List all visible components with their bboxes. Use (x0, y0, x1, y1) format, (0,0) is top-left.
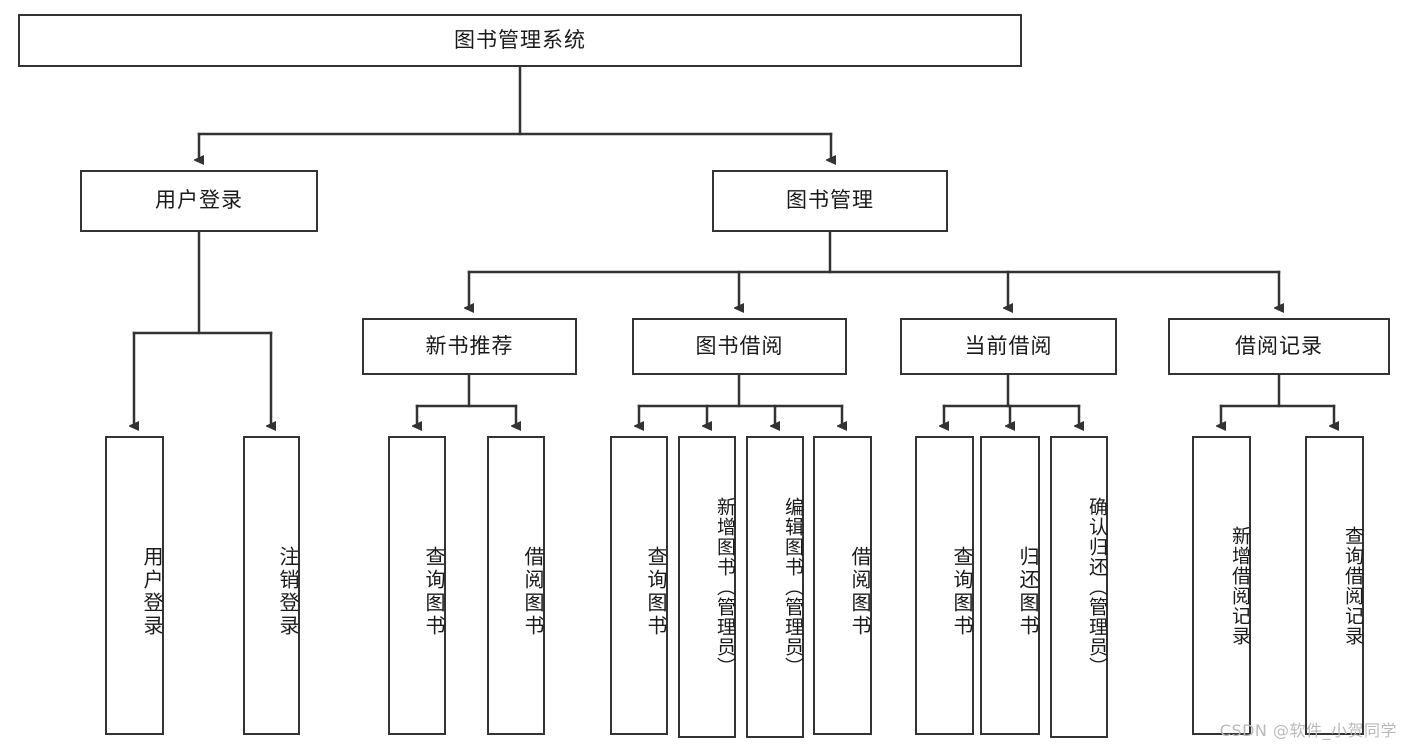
node-leaf-add-borrow-record[interactable]: 新增借阅记录 (1192, 436, 1251, 735)
node-leaf-user-login[interactable]: 用户登录 (105, 436, 164, 735)
node-user-login-label: 用户登录 (155, 188, 243, 213)
node-borrow-record[interactable]: 借阅记录 (1168, 318, 1390, 375)
node-leaf-edit-book-admin-label: 编辑图书（管理员） (782, 497, 804, 677)
node-leaf-add-borrow-record-label: 新增借阅记录 (1229, 525, 1251, 646)
node-leaf-borrow-book-rec-label: 借阅图书 (521, 545, 545, 638)
node-leaf-query-borrow-record-label: 查询借阅记录 (1342, 525, 1364, 646)
node-root[interactable]: 图书管理系统 (18, 14, 1022, 67)
node-book-manage-label: 图书管理 (786, 188, 874, 213)
node-new-book-rec[interactable]: 新书推荐 (362, 318, 577, 375)
node-leaf-borrow-book-borrow[interactable]: 借阅图书 (813, 436, 872, 735)
node-leaf-user-logout-label: 注销登录 (276, 545, 300, 638)
node-leaf-confirm-return-admin[interactable]: 确认归还（管理员） (1050, 436, 1108, 738)
node-user-login[interactable]: 用户登录 (80, 170, 318, 232)
node-borrow-record-label: 借阅记录 (1235, 333, 1323, 358)
node-root-label: 图书管理系统 (454, 27, 586, 52)
node-leaf-borrow-book-rec[interactable]: 借阅图书 (487, 436, 545, 735)
node-leaf-user-login-label: 用户登录 (140, 545, 164, 638)
csdn-watermark: CSDN @软件_小贺同学 (1219, 721, 1397, 740)
node-leaf-query-book-rec[interactable]: 查询图书 (388, 436, 446, 735)
node-book-borrow[interactable]: 图书借阅 (632, 318, 847, 375)
node-current-borrow-label: 当前借阅 (964, 333, 1053, 358)
node-leaf-query-book-rec-label: 查询图书 (422, 545, 446, 638)
node-leaf-query-book-current-label: 查询图书 (950, 545, 974, 638)
node-leaf-add-book-admin-label: 新增图书（管理员） (714, 497, 736, 677)
node-leaf-return-book[interactable]: 归还图书 (980, 436, 1040, 735)
node-current-borrow[interactable]: 当前借阅 (900, 318, 1117, 375)
node-leaf-confirm-return-admin-label: 确认归还（管理员） (1086, 497, 1108, 677)
node-leaf-query-book-borrow-label: 查询图书 (644, 545, 668, 638)
node-leaf-query-book-current[interactable]: 查询图书 (915, 436, 974, 735)
node-leaf-borrow-book-borrow-label: 借阅图书 (848, 545, 872, 638)
node-book-borrow-label: 图书借阅 (695, 333, 784, 358)
node-leaf-return-book-label: 归还图书 (1016, 545, 1040, 638)
node-book-manage[interactable]: 图书管理 (712, 170, 948, 232)
node-new-book-rec-label: 新书推荐 (425, 333, 514, 358)
node-leaf-add-book-admin[interactable]: 新增图书（管理员） (678, 436, 736, 738)
node-leaf-edit-book-admin[interactable]: 编辑图书（管理员） (746, 436, 804, 738)
node-leaf-user-logout[interactable]: 注销登录 (243, 436, 300, 735)
node-leaf-query-borrow-record[interactable]: 查询借阅记录 (1305, 436, 1364, 735)
node-leaf-query-book-borrow[interactable]: 查询图书 (610, 436, 668, 735)
